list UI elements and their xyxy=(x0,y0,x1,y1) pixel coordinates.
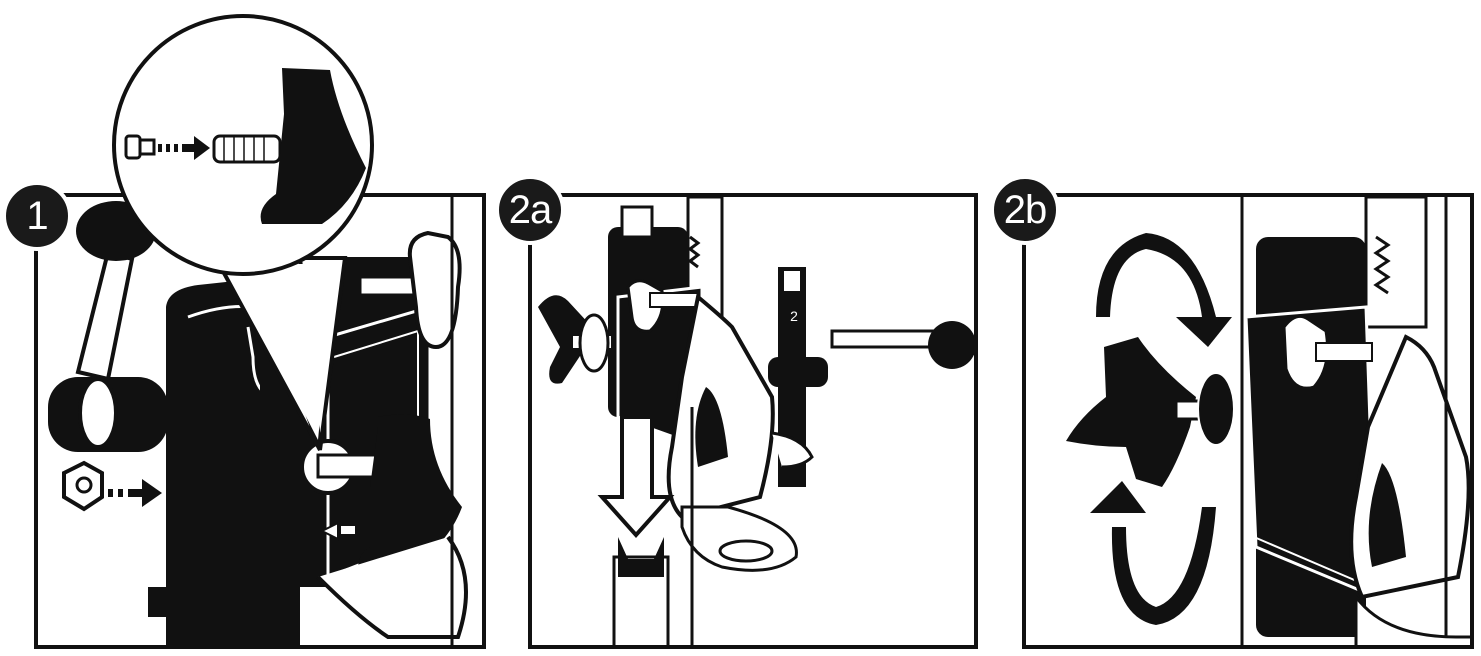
zoom-arrow xyxy=(158,136,210,160)
step-2a-badge: 2a xyxy=(495,175,565,245)
step-1-badge: 1 xyxy=(2,181,72,251)
rotate-arrow-bottom xyxy=(1090,481,1216,625)
zoom-detail-circle xyxy=(112,14,374,276)
locking-knob xyxy=(300,414,462,569)
zoom-threaded-bolt xyxy=(212,134,282,164)
top-knob xyxy=(358,230,462,350)
star-knob xyxy=(1066,337,1235,487)
step-2b-illustration xyxy=(1066,197,1470,645)
insert-arrow xyxy=(108,479,162,507)
hex-nut xyxy=(62,460,104,512)
rotate-arrow-top xyxy=(1096,233,1232,347)
base-casting xyxy=(148,197,468,645)
step-2b-badge: 2b xyxy=(990,175,1060,245)
base-foot xyxy=(680,431,814,572)
down-arrow xyxy=(597,415,675,538)
drill-holder-fork xyxy=(666,293,775,520)
depth-scale-marking: 2 xyxy=(790,308,798,324)
zoom-knob xyxy=(260,68,370,224)
step-2b-panel xyxy=(1022,193,1474,649)
left-clamp xyxy=(48,377,168,452)
step-2a-panel: 2 xyxy=(528,193,978,649)
rack-teeth xyxy=(687,235,701,269)
base-foot-2b xyxy=(1354,592,1470,645)
zoom-detail-illustration xyxy=(124,68,370,224)
lower-post xyxy=(612,407,694,645)
top-wing-knob xyxy=(626,279,699,333)
drill-holder-fork-2b xyxy=(1349,197,1470,645)
wing-knob-2b xyxy=(1282,314,1373,390)
step-2a-illustration: 2 xyxy=(538,197,974,645)
zoom-screw xyxy=(124,134,156,160)
washer-arrow xyxy=(319,521,357,541)
side-knob xyxy=(538,295,613,384)
arm-rod xyxy=(768,321,974,387)
